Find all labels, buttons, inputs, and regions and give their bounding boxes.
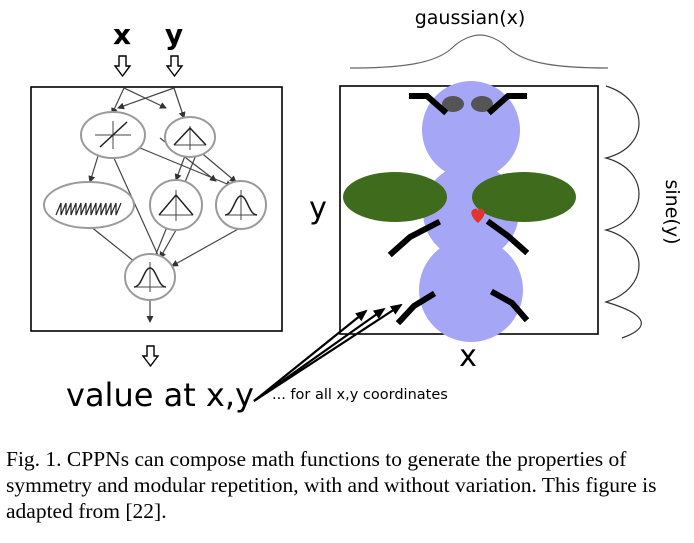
network-box	[30, 86, 283, 332]
coordinates-note: ... for all x,y coordinates	[272, 387, 448, 403]
left-eye	[442, 96, 464, 112]
bug-legs	[387, 93, 530, 326]
bug-abdomen	[419, 238, 523, 342]
node-triangle-2	[149, 179, 203, 231]
image-y-label: y	[309, 191, 327, 226]
input-x-label: x	[113, 18, 131, 51]
output-arrow-icon	[141, 345, 160, 368]
node-sawtooth	[43, 181, 135, 229]
input-y-arrow-icon	[165, 55, 184, 78]
gaussian-curve	[349, 34, 609, 69]
input-y-label: y	[165, 18, 183, 51]
sine-curve	[603, 85, 642, 339]
bug-figure	[343, 81, 576, 342]
gaussian-x-label: gaussian(x)	[415, 7, 526, 29]
image-panel: gaussian(x) y sine(y)	[253, 7, 683, 403]
cppn-network: x y	[30, 18, 283, 414]
right-wing	[472, 172, 576, 222]
pointer-arrows	[253, 303, 403, 402]
input-x-arrow-icon	[113, 55, 132, 78]
figure-caption: Fig. 1. CPPNs can compose math functions…	[6, 447, 657, 523]
network-connections	[88, 87, 241, 323]
image-x-label: x	[459, 339, 477, 374]
node-gaussian	[215, 180, 267, 230]
node-output-gaussian	[124, 253, 176, 301]
output-value-label: value at x,y	[66, 376, 254, 414]
node-linear	[80, 111, 146, 159]
right-eye	[471, 96, 493, 112]
heart-icon	[471, 208, 485, 223]
left-wing	[343, 172, 447, 222]
node-triangle	[164, 116, 216, 158]
sine-y-label: sine(y)	[661, 180, 683, 245]
